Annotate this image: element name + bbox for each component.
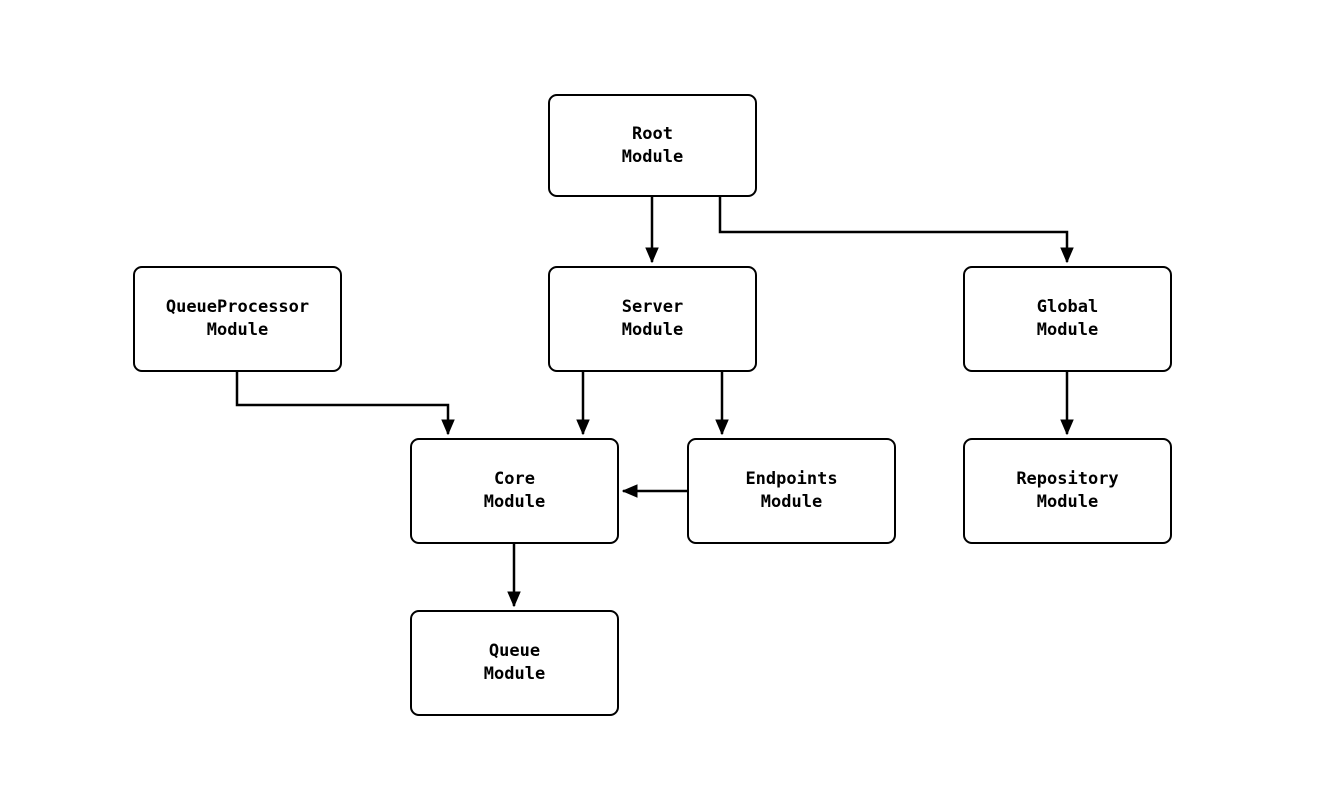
node-label-line: Repository [1016,469,1119,489]
node-label-line: Module [483,664,546,684]
node-label-line: QueueProcessor [165,297,310,317]
node-label-line: Global [1036,297,1099,317]
edge-queueprocessor-module-to-core-module [235,372,448,434]
node-label-line: Module [1036,492,1099,512]
node-label-line: Server [621,297,684,317]
node-label-line: Module [483,492,546,512]
node-label-line: Module [206,320,269,340]
node-label-line: Queue [488,641,541,661]
node-label-line: Module [621,320,684,340]
node-label-line: Module [621,146,684,167]
node-label-line: Module [760,492,823,512]
node-label-line: Endpoints [745,469,838,489]
node-label-line: Root [632,123,673,144]
node-label-line: Module [1036,320,1099,340]
edge-root-module-to-global-module [718,197,1067,262]
node-label-line: Core [494,469,535,489]
edges-group [235,197,1067,606]
